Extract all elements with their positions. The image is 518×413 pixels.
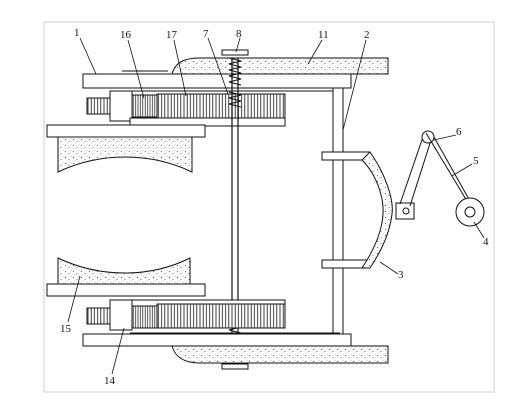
top-jaw-concave	[57, 136, 193, 173]
label-15: 15	[60, 323, 72, 335]
linkage	[395, 130, 485, 227]
label-7: 7	[203, 28, 209, 40]
bottom-speckled-cover	[171, 345, 389, 364]
arc-holder	[321, 151, 393, 269]
bottom-rail-assembly	[82, 332, 389, 364]
label-17: 17	[166, 29, 178, 41]
vertical-frame-post	[332, 87, 344, 337]
label-2: 2	[364, 29, 370, 41]
bottom-gear-main	[156, 303, 286, 329]
label-6: 6	[456, 126, 462, 138]
bottom-jaw-concave	[57, 257, 191, 285]
top-jaw-plate	[46, 124, 206, 138]
top-gear-inner	[131, 94, 158, 118]
label-1: 1	[74, 27, 80, 39]
top-gear-block	[109, 90, 133, 122]
label-11: 11	[318, 29, 329, 41]
label-8: 8	[236, 28, 242, 40]
top-speckled-cover	[171, 57, 389, 75]
callout-labels: 1 16 17 7 8 11 2 6 5 4 3 15 14	[60, 27, 489, 387]
label-5: 5	[473, 155, 479, 167]
figure-border	[43, 21, 495, 393]
bottom-gear-inner	[131, 305, 158, 329]
bottom-gear-block	[109, 299, 133, 331]
label-3: 3	[398, 269, 404, 281]
top-gear-17	[156, 93, 286, 119]
label-4: 4	[483, 236, 489, 248]
label-14: 14	[104, 375, 116, 387]
leader-lines	[67, 37, 485, 375]
label-16: 16	[120, 29, 132, 41]
bottom-jaw-plate	[46, 283, 206, 297]
top-rail-assembly	[82, 57, 389, 92]
